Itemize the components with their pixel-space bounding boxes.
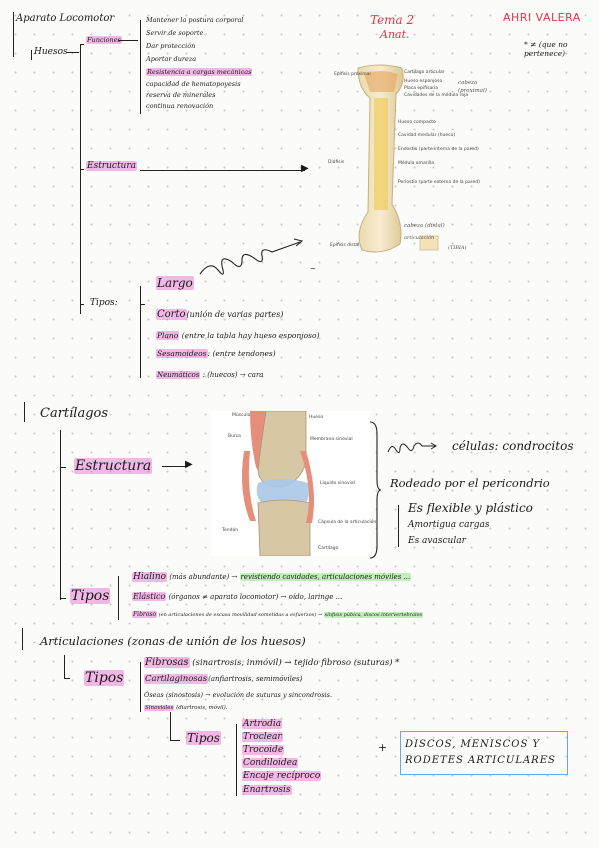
cartilago-prop: Es flexible y plástico (408, 501, 533, 515)
plus-sign: + (378, 741, 388, 754)
funcion-item: Aportar dureza (146, 55, 197, 63)
tipo-hueso: Corto(unión de varias partes) (156, 309, 284, 320)
funciones-label: Funciones (86, 36, 122, 44)
author-name: AHRI VALERA (503, 11, 581, 24)
knee-callout: Líquido sinovial (320, 481, 355, 486)
subtipo-sinovial: Condiloidea (242, 758, 299, 768)
knee-joint-illustration (210, 410, 370, 557)
box-line-2: RODETES ARTICULARES (405, 755, 556, 766)
cartilagos-title: Cartílagos (40, 406, 109, 421)
squiggle-arrow-icon (386, 438, 438, 456)
tipo-articulacion: Cartilaginosas(anfiartrosis, semimóviles… (144, 674, 303, 684)
tipo-cartilago: Fibroso (en articulaciones de escasa mov… (132, 611, 424, 618)
bone-note: (TIBIA) (448, 245, 467, 251)
tipo-hueso: Plano (entre la tabla hay hueso esponjos… (156, 331, 320, 340)
cartilago-prop: Es avascular (408, 536, 466, 546)
articulaciones-title: Articulaciones (zonas de unión de los hu… (40, 634, 306, 648)
knee-callout: Músculo (232, 413, 251, 418)
cartilagos-tipos-label: Tipos (70, 588, 111, 604)
knee-callout: Tendón (222, 528, 239, 533)
topic-line-2: Anat. (380, 28, 410, 41)
tipo-cartilago: Hialino (más abundante) → revistiendo ca… (132, 572, 412, 582)
funcion-item: Servir de soporte (146, 29, 204, 37)
bone-callout: Cavidad medular (hueco) (398, 133, 456, 138)
funcion-item: Mantener la postura corporal (146, 16, 244, 24)
bone-callout: Hueso compacto (398, 120, 436, 125)
subtipo-sinovial: Trocoide (242, 745, 285, 755)
subtipo-sinovial: Enartrosis (242, 785, 292, 795)
topic-line-1: Tema 2 (370, 13, 415, 27)
knee-callout: Cartílago (318, 546, 339, 551)
tipo-hueso: Largo (156, 276, 194, 290)
brace-icon (368, 420, 382, 560)
tipo-articulacion: Fibrosas (sinartrosis, inmóvil) → tejido… (144, 657, 400, 668)
tipos-label: Tipos: (90, 298, 118, 308)
bone-callout: Endostio (parte interna de la pared) (398, 147, 479, 152)
arrow-right-icon: ▶ (301, 163, 309, 174)
discos-meniscos-box: DISCOS, MENISCOS Y RODETES ARTICULARES (400, 731, 568, 775)
knee-callout: Membrana sinovial (310, 437, 353, 442)
funcion-item: continua renovación (146, 102, 214, 110)
articulaciones-tipos-label: Tipos (84, 670, 125, 686)
bone-callout: Cavidades de la médula roja (404, 93, 469, 98)
bone-callout: Cartílago articular (404, 70, 445, 75)
bone-illustration (320, 64, 500, 264)
estructura-label: Estructura (86, 161, 138, 171)
legend-note: * ≠ (que no pertenece) (524, 40, 568, 59)
bone-callout: Médula amarilla (398, 161, 435, 166)
cartilago-prop: Amortigua cargas (408, 520, 490, 530)
bone-callout: Diáfisis (328, 160, 345, 165)
bone-callout: Hueso esponjoso (404, 79, 443, 84)
subtipo-sinovial: Artrodia (242, 719, 283, 729)
knee-callout: Cápsula de la articulación (318, 520, 377, 525)
pericondrio-text: Rodeado por el pericondrio (390, 476, 550, 490)
subtipo-sinovial: Encaje recíproco (242, 771, 322, 781)
subtipo-sinovial: Troclear (242, 732, 283, 742)
tipo-articulacion: Óseas (sinostosis) → evolución de sutura… (144, 691, 333, 699)
box-line-1: DISCOS, MENISCOS Y (405, 739, 541, 750)
tilde-mark: ~ (310, 265, 316, 273)
knee-callout: Hueso (309, 415, 324, 420)
cartilagos-estructura-label: Estructura (74, 458, 153, 474)
funcion-item: capacidad de hematopoyesis (146, 80, 241, 88)
funcion-item: Resistencia a cargas mecánicas (146, 68, 253, 76)
tipo-cartilago: Elástico (órganos ≠ aparato locomotor) →… (132, 592, 343, 601)
bone-callout: Epífisis proximal (334, 72, 371, 77)
bone-note: (proximal) (458, 88, 487, 94)
knee-callout: Bursa (228, 434, 241, 439)
sinoviales-tipos-label: Tipos (186, 731, 221, 745)
tipo-hueso: Neumáticos : (huecos) → cara (156, 371, 264, 379)
celulas-text: células: condrocitos (452, 439, 574, 453)
arrow-right-icon: ▶ (185, 459, 193, 470)
funcion-item: reserva de minerales (146, 91, 216, 99)
huesos-label: Huesos (34, 47, 68, 57)
bone-note: cabeza (distal) (404, 223, 445, 229)
bone-note: cabeza (458, 80, 478, 86)
bone-callout: Periostio (parte externa de la pared) (398, 180, 480, 185)
tipo-articulacion: Sinoviales (diartrosis, móvil). (144, 705, 228, 711)
squiggle-arrow-icon (196, 236, 306, 280)
bone-callout: Epífisis distal (330, 243, 360, 248)
tipo-hueso: Sesamoideos: (entre tendones) (156, 349, 276, 358)
section-title: Aparato Locomotor (16, 13, 115, 24)
bone-callout: Placa epifisaria (404, 86, 439, 91)
bone-note: articulación (404, 235, 435, 241)
funcion-item: Dar protección (146, 42, 196, 50)
